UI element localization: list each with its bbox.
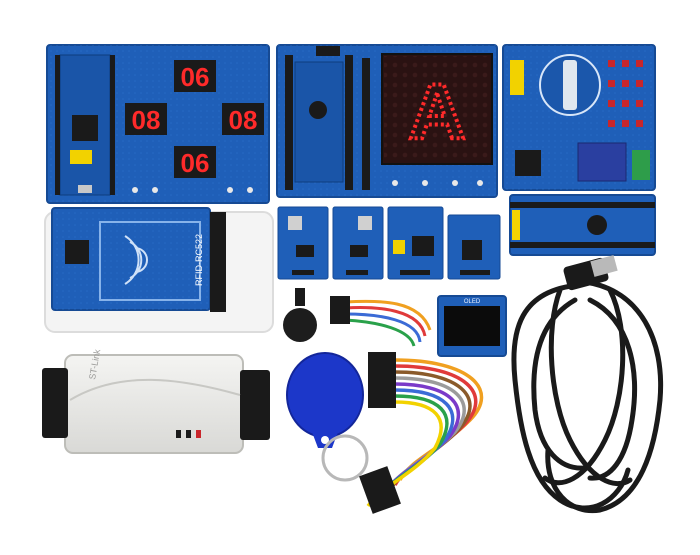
rfid-board: RFID-RC522 xyxy=(51,207,226,312)
stm32-segment-board: 06 08 08 06 xyxy=(46,44,270,204)
short-jumper-wires xyxy=(330,296,432,347)
rfid-chip xyxy=(65,240,89,264)
matrix-letter: A xyxy=(409,67,465,155)
terminal-block xyxy=(632,150,650,180)
relay-keypad-board xyxy=(502,44,656,191)
led-matrix: A xyxy=(381,53,493,165)
sensor-module-4 xyxy=(447,214,501,280)
seg-display-right: 08 xyxy=(222,103,264,135)
relay xyxy=(577,142,627,182)
sensor-module-3 xyxy=(387,206,444,280)
sensor-module-1 xyxy=(277,206,329,280)
sensor-module-2 xyxy=(332,206,384,280)
rfid-keyfob xyxy=(286,352,369,482)
rfid-pins xyxy=(210,212,226,312)
stlink-programmer: ST-Link xyxy=(42,348,270,454)
seg-display-left: 08 xyxy=(125,103,167,135)
seg-display-right-value: 08 xyxy=(229,105,258,135)
joystick-cap xyxy=(283,308,317,342)
mcu-chip xyxy=(72,115,98,141)
usb-cables xyxy=(511,279,664,514)
seg-display-top-value: 06 xyxy=(181,62,210,92)
oled-label: OLED xyxy=(464,299,481,305)
expansion-board xyxy=(509,194,656,256)
led-matrix-board: A xyxy=(276,44,498,198)
button-grid xyxy=(608,60,643,127)
seg-display-left-value: 08 xyxy=(132,105,161,135)
seg-display-bottom-value: 06 xyxy=(181,148,210,178)
rfid-label: RFID-RC522 xyxy=(194,234,204,286)
dupont-wires xyxy=(359,352,484,514)
buzzer xyxy=(309,101,327,119)
seg-display-bottom: 06 xyxy=(174,146,216,178)
seg-display-top: 06 xyxy=(174,60,216,92)
oled-module: OLED xyxy=(437,295,507,357)
jumper-block xyxy=(70,150,92,164)
key-ring xyxy=(321,434,369,482)
usb-a-plug xyxy=(563,255,618,291)
rfid-antenna-icon xyxy=(124,235,148,285)
